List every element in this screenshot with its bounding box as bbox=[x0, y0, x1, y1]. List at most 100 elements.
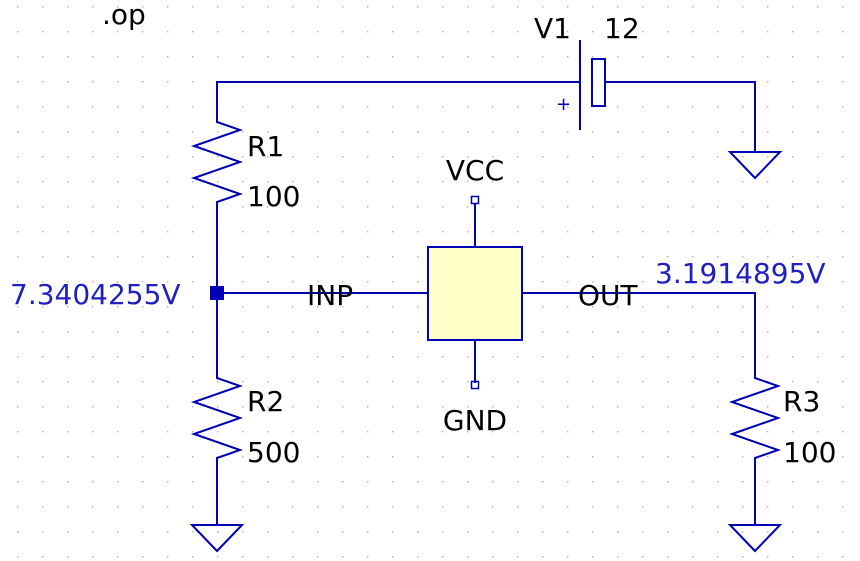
grid-dot bbox=[242, 481, 244, 483]
grid-dot bbox=[467, 356, 469, 358]
grid-dot bbox=[292, 306, 294, 308]
grid-dot bbox=[142, 306, 144, 308]
grid-dot bbox=[717, 281, 719, 283]
grid-dot bbox=[392, 331, 394, 333]
grid-dot bbox=[742, 31, 744, 33]
grid-dot bbox=[17, 6, 19, 8]
grid-dot bbox=[717, 481, 719, 483]
grid-dot bbox=[592, 431, 594, 433]
grid-dot bbox=[417, 231, 419, 233]
grid-dot bbox=[742, 206, 744, 208]
grid-dot bbox=[342, 481, 344, 483]
pin-label-vcc: VCC bbox=[446, 154, 504, 187]
grid-dot bbox=[17, 56, 19, 58]
grid-dot bbox=[667, 6, 669, 8]
pin-label-inp: INP bbox=[307, 279, 353, 312]
grid-dot bbox=[342, 306, 344, 308]
grid-dot bbox=[842, 556, 844, 558]
grid-dot bbox=[117, 131, 119, 133]
grid-dot bbox=[842, 306, 844, 308]
grid-dot bbox=[767, 306, 769, 308]
grid-dot bbox=[267, 6, 269, 8]
grid-dot bbox=[692, 331, 694, 333]
grid-dot bbox=[742, 506, 744, 508]
grid-dot bbox=[792, 206, 794, 208]
wire-top-right[interactable] bbox=[605, 81, 756, 152]
grid-dot bbox=[342, 206, 344, 208]
grid-dot bbox=[667, 31, 669, 33]
block-component[interactable] bbox=[427, 246, 523, 341]
grid-dot bbox=[17, 406, 19, 408]
grid-dot bbox=[142, 431, 144, 433]
grid-dot bbox=[217, 181, 219, 183]
grid-dot bbox=[592, 481, 594, 483]
grid-dot bbox=[242, 406, 244, 408]
grid-dot bbox=[267, 131, 269, 133]
grid-dot bbox=[492, 431, 494, 433]
grid-dot bbox=[142, 206, 144, 208]
r3-value: 100 bbox=[783, 436, 836, 469]
grid-dot bbox=[842, 81, 844, 83]
grid-dot bbox=[317, 431, 319, 433]
grid-dot bbox=[417, 306, 419, 308]
grid-dot bbox=[242, 231, 244, 233]
grid-dot bbox=[392, 206, 394, 208]
grid-dot bbox=[817, 381, 819, 383]
grid-dot bbox=[392, 456, 394, 458]
grid-dot bbox=[342, 156, 344, 158]
grid-dot bbox=[742, 306, 744, 308]
resistor-r2[interactable] bbox=[190, 372, 244, 466]
grid-dot bbox=[842, 356, 844, 358]
grid-dot bbox=[17, 356, 19, 358]
grid-dot bbox=[192, 56, 194, 58]
grid-dot bbox=[442, 356, 444, 358]
grid-dot bbox=[292, 206, 294, 208]
grid-dot bbox=[417, 531, 419, 533]
op-directive[interactable]: .op bbox=[102, 0, 146, 31]
grid-dot bbox=[717, 6, 719, 8]
grid-dot bbox=[367, 531, 369, 533]
grid-dot bbox=[642, 431, 644, 433]
grid-dot bbox=[267, 156, 269, 158]
grid-dot bbox=[242, 506, 244, 508]
grid-dot bbox=[742, 531, 744, 533]
grid-dot bbox=[192, 456, 194, 458]
grid-dot bbox=[92, 56, 94, 58]
grid-dot bbox=[42, 131, 44, 133]
junction-node[interactable] bbox=[210, 286, 224, 300]
resistor-r3[interactable] bbox=[728, 372, 782, 466]
grid-dot bbox=[642, 6, 644, 8]
grid-dot bbox=[117, 331, 119, 333]
grid-dot bbox=[242, 456, 244, 458]
grid-dot bbox=[42, 181, 44, 183]
grid-dot bbox=[242, 6, 244, 8]
grid-dot bbox=[767, 256, 769, 258]
grid-dot bbox=[642, 131, 644, 133]
grid-dot bbox=[767, 531, 769, 533]
wire-out[interactable] bbox=[522, 292, 756, 372]
voltage-source-v1[interactable] bbox=[579, 40, 606, 130]
grid-dot bbox=[67, 156, 69, 158]
grid-dot bbox=[617, 381, 619, 383]
grid-dot bbox=[417, 131, 419, 133]
grid-dot bbox=[442, 381, 444, 383]
grid-dot bbox=[17, 31, 19, 33]
grid-dot bbox=[167, 181, 169, 183]
r1-value: 100 bbox=[247, 180, 300, 213]
grid-dot bbox=[817, 431, 819, 433]
grid-dot bbox=[492, 131, 494, 133]
grid-dot bbox=[167, 531, 169, 533]
grid-dot bbox=[817, 256, 819, 258]
grid-dot bbox=[117, 156, 119, 158]
grid-dot bbox=[142, 31, 144, 33]
grid-dot bbox=[142, 156, 144, 158]
grid-dot bbox=[517, 356, 519, 358]
grid-dot bbox=[567, 481, 569, 483]
grid-dot bbox=[142, 531, 144, 533]
grid-dot bbox=[642, 106, 644, 108]
wire-top-left[interactable] bbox=[216, 81, 580, 116]
grid-dot bbox=[292, 231, 294, 233]
resistor-r1[interactable] bbox=[190, 116, 244, 210]
grid-dot bbox=[767, 456, 769, 458]
